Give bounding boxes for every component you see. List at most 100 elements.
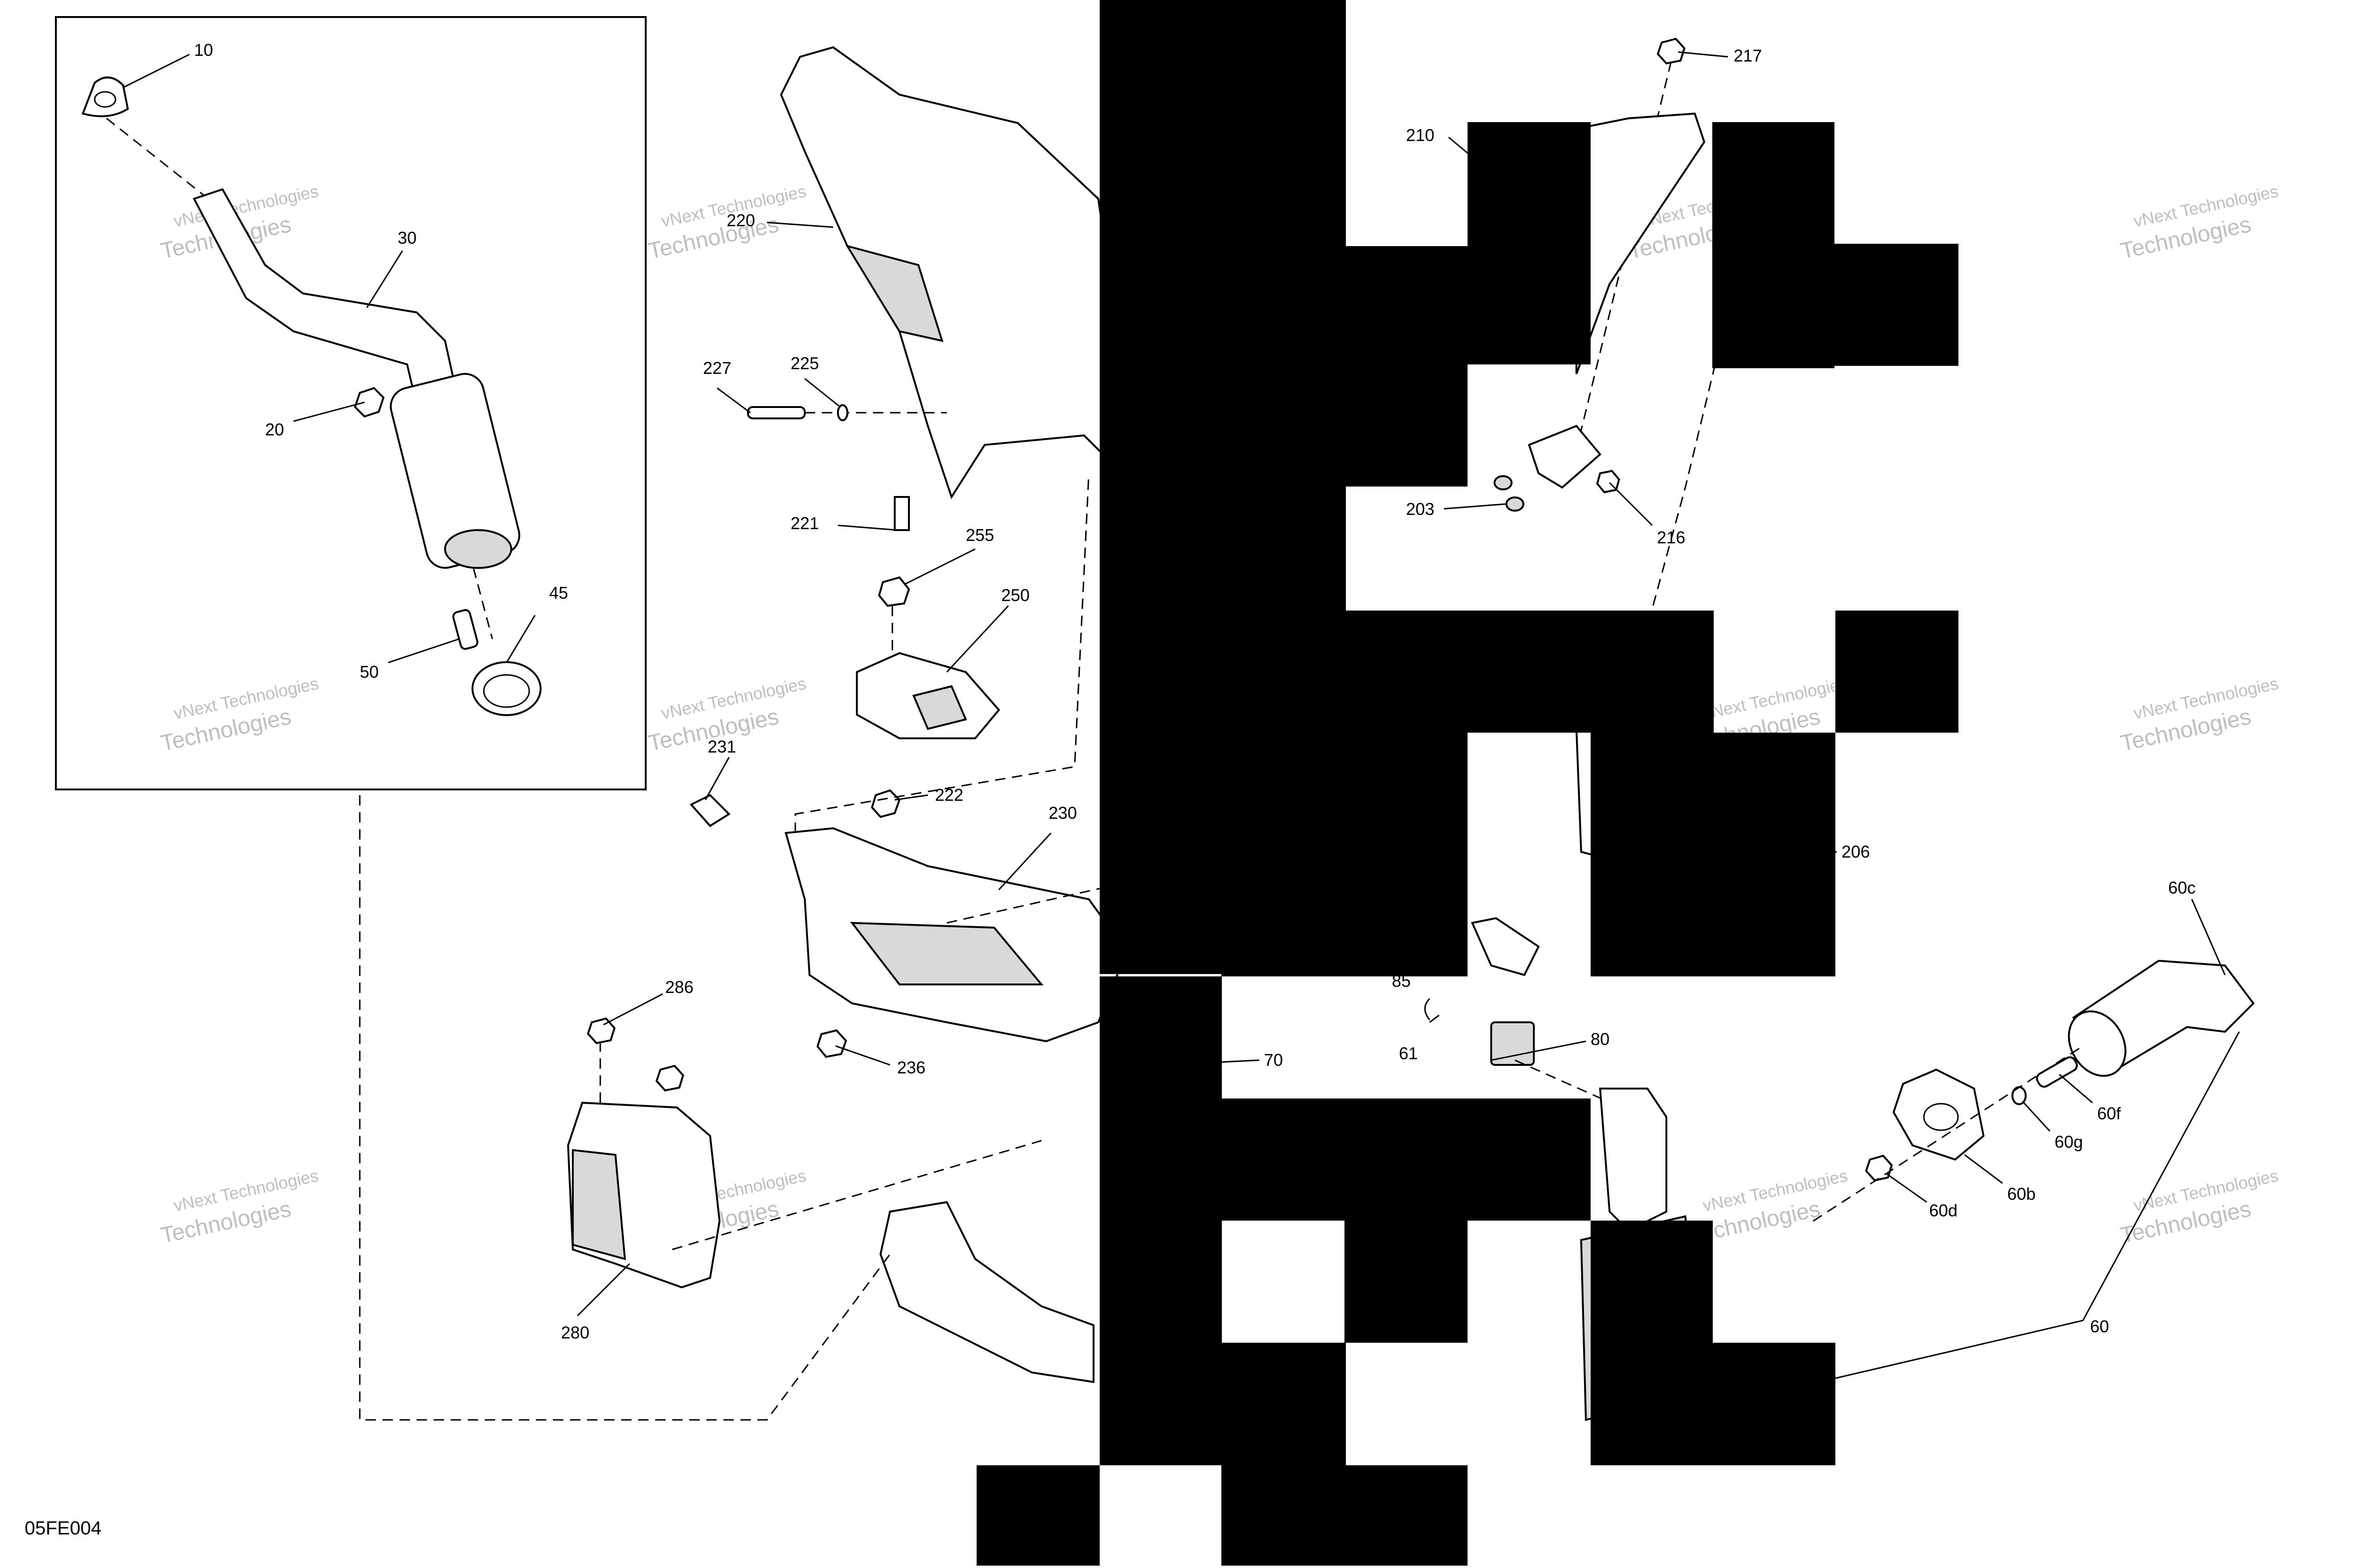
watermark: vNext Technologies Technologies: [159, 673, 320, 756]
label-220: 220: [727, 211, 755, 230]
part-sensor-50: [452, 609, 479, 650]
label-206: 206: [1842, 842, 1870, 861]
leader-250: [946, 605, 1009, 673]
part-cover-250-shade: [912, 685, 967, 730]
label-10: 10: [194, 40, 213, 60]
leader-60c: [2191, 899, 2226, 975]
label-60b: 60b: [2007, 1184, 2036, 1204]
drawing-code: 05FE004: [25, 1518, 101, 1539]
dash-217: [1575, 61, 1672, 450]
watermark: vNext Technologies Technologies: [2118, 181, 2280, 264]
label-61: 61: [1399, 1044, 1418, 1063]
mask-block: [1221, 733, 1468, 976]
part-ring-hole: [483, 674, 530, 708]
part-bolt-255: [878, 576, 910, 607]
part-bolt-222: [871, 789, 901, 818]
watermark: vNext Technologies Technologies: [159, 1166, 320, 1249]
leader-60: [1798, 1031, 2240, 1388]
label-286: 286: [665, 977, 694, 997]
leader-61: [1429, 1014, 1440, 1023]
part-guard-280-shade: [572, 1149, 626, 1260]
part-clip-221: [894, 496, 910, 531]
label-45: 45: [549, 583, 568, 602]
part-washer-225: [837, 404, 848, 421]
label-60f: 60f: [2097, 1104, 2121, 1123]
leader-20: [293, 401, 365, 422]
mask-block: [1221, 1465, 1468, 1566]
mask-block: [1100, 976, 1222, 1098]
label-217: 217: [1734, 46, 1762, 65]
label-70: 70: [1264, 1050, 1283, 1070]
leader-60b: [1964, 1154, 2003, 1184]
label-80: 80: [1591, 1029, 1610, 1049]
label-210: 210: [1406, 125, 1434, 145]
part-nut-60d: [1865, 1154, 1893, 1182]
dash-45: [472, 567, 493, 639]
leader-225: [804, 378, 841, 408]
label-203: 203: [1406, 499, 1434, 519]
dash-80: [1514, 1059, 1601, 1099]
label-280: 280: [561, 1323, 589, 1342]
part-nut-217: [1656, 37, 1686, 65]
label-60g: 60g: [2055, 1132, 2083, 1152]
part-manifold: [879, 1201, 1095, 1383]
part-tailpipe-60c-end: [2068, 1010, 2127, 1077]
leader-60g: [2023, 1102, 2051, 1132]
part-bolt-227: [747, 406, 806, 419]
mask-block: [1591, 1343, 1835, 1465]
part-gasket-hole: [94, 91, 116, 108]
leader-80: [1491, 1040, 1586, 1061]
mask-block: [1835, 611, 1958, 733]
mask-block: [1591, 733, 1835, 976]
part-outlet-grille: [444, 529, 512, 569]
leader-50: [388, 638, 460, 664]
part-bracket-203: [1528, 425, 1602, 489]
leader-230: [998, 832, 1052, 891]
leader-227: [717, 387, 751, 414]
leader-45: [506, 615, 536, 663]
part-flange-hole: [1923, 1103, 1959, 1131]
assembly-lines: [359, 331, 1724, 1421]
part-washer-203a: [1494, 475, 1513, 490]
part-bolt-286b: [655, 1064, 685, 1092]
leader-217: [1678, 51, 1728, 58]
part-nut-20: [354, 387, 385, 418]
mask-block: [1100, 487, 1222, 856]
label-30: 30: [398, 228, 417, 248]
leader-60d: [1886, 1173, 1927, 1203]
label-222: 222: [935, 785, 963, 805]
label-227: 227: [703, 358, 731, 378]
label-230: 230: [1049, 803, 1077, 823]
label-231: 231: [708, 737, 736, 756]
mask-block: [1221, 364, 1468, 487]
mask-block: [1468, 122, 1591, 364]
leader-220: [766, 221, 834, 228]
watermark: vNext Technologies Technologies: [2118, 1166, 2280, 1249]
part-washer-203b: [1505, 496, 1524, 512]
mask-block: [1712, 244, 1958, 366]
leader-203: [1443, 503, 1506, 510]
label-221: 221: [791, 514, 819, 533]
leader-236: [835, 1045, 890, 1066]
leader-10: [123, 53, 190, 89]
label-225: 225: [791, 354, 819, 373]
leader-286: [603, 993, 663, 1026]
mask-block: [1100, 0, 1346, 246]
leader-60f: [2059, 1073, 2093, 1104]
mask-block: [1221, 611, 1714, 733]
part-bracket-85: [1471, 917, 1540, 976]
label-255: 255: [966, 525, 994, 545]
label-20: 20: [265, 420, 284, 439]
dash-230-to-220: [794, 473, 1090, 833]
part-bolt-236: [816, 1029, 847, 1058]
part-heat-shield-shade: [845, 244, 943, 342]
dash-60: [1813, 1045, 2083, 1222]
mask-block: [1344, 1221, 1468, 1343]
dash-210-to-206: [1642, 331, 1724, 644]
mask-block: [1100, 1098, 1591, 1221]
redaction-mask: [977, 0, 1958, 1566]
part-labels: 10 30 20 50 45 220 227 225 221 255 250 2…: [194, 40, 2196, 1342]
leader-280: [577, 1263, 631, 1317]
part-hanger-pipe: [1599, 1088, 1667, 1232]
